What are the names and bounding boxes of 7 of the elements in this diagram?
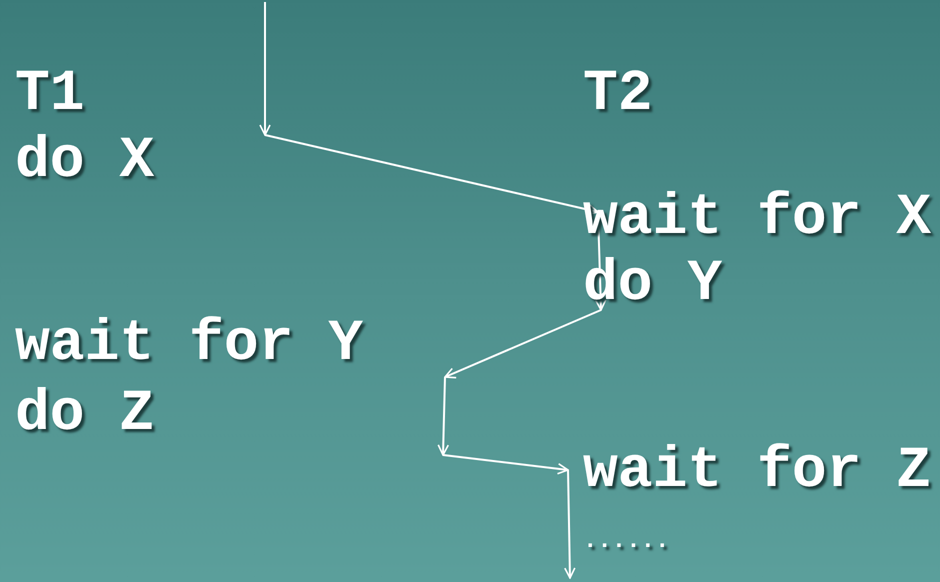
code-line: T2 [583,66,653,124]
code-line: do Z [15,386,154,444]
code-line: do X [15,133,154,191]
code-line: ...... [583,530,670,554]
code-line: wait for Z [583,443,932,501]
code-line: wait for Y [15,316,364,374]
code-line: T1 [15,66,85,124]
